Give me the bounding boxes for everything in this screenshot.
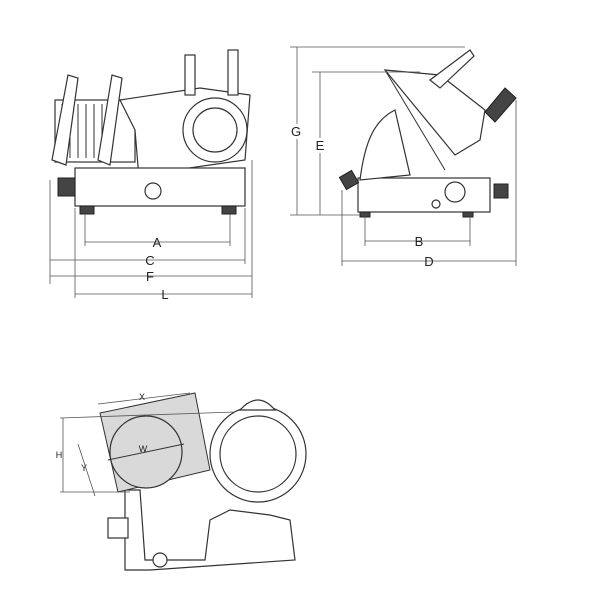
side-arm xyxy=(359,109,411,181)
label-gap-g xyxy=(290,124,303,139)
side-knob-left xyxy=(338,169,360,191)
sharpener-post-right xyxy=(227,49,239,96)
side-dimension-lines xyxy=(290,46,517,266)
pusher-arm-right xyxy=(97,74,123,166)
dim-label-h: H xyxy=(56,450,63,460)
blade xyxy=(192,107,238,153)
front-view: A C F L xyxy=(49,49,253,302)
screw xyxy=(431,199,441,209)
dim-label-c: C xyxy=(145,253,154,268)
sharpener-post-left xyxy=(184,54,196,96)
dim-label-a: A xyxy=(153,235,162,250)
sharpener-cap xyxy=(238,399,277,411)
side-foot-right xyxy=(462,211,474,218)
dim-label-g: G xyxy=(291,124,301,139)
label-gap-e xyxy=(314,138,326,153)
dim-label-y: Y xyxy=(81,463,87,473)
capacity-foot-knob xyxy=(152,552,168,568)
side-base xyxy=(357,177,491,213)
front-dimension-lines xyxy=(49,160,253,298)
dim-label-b: B xyxy=(415,234,424,249)
w-line xyxy=(107,443,185,461)
dim-label-x: X xyxy=(139,392,145,402)
grip-handle xyxy=(484,87,517,123)
thickness-knob-side xyxy=(444,181,466,203)
dim-label-d: D xyxy=(424,254,433,269)
thickness-knob-front xyxy=(144,182,162,200)
top-handle xyxy=(429,49,475,89)
capacity-base xyxy=(124,489,296,571)
side-knob-right xyxy=(493,183,509,199)
capacity-dimension-lines xyxy=(59,392,236,497)
dim-label-e: E xyxy=(316,138,325,153)
blade-edge xyxy=(384,69,446,171)
side-knob-front xyxy=(57,177,76,197)
capacity-blade xyxy=(219,415,297,493)
side-view: G E B D xyxy=(290,46,517,269)
foot-left xyxy=(79,205,95,215)
capacity-knob xyxy=(107,517,129,539)
capacity-view: X W H Y xyxy=(56,392,307,571)
carriage-tray xyxy=(383,69,486,156)
dim-label-f: F xyxy=(146,269,154,284)
dim-label-l: L xyxy=(161,287,168,302)
foot-right xyxy=(221,205,237,215)
pusher-arm-left xyxy=(51,74,79,166)
dim-label-w: W xyxy=(139,444,148,454)
